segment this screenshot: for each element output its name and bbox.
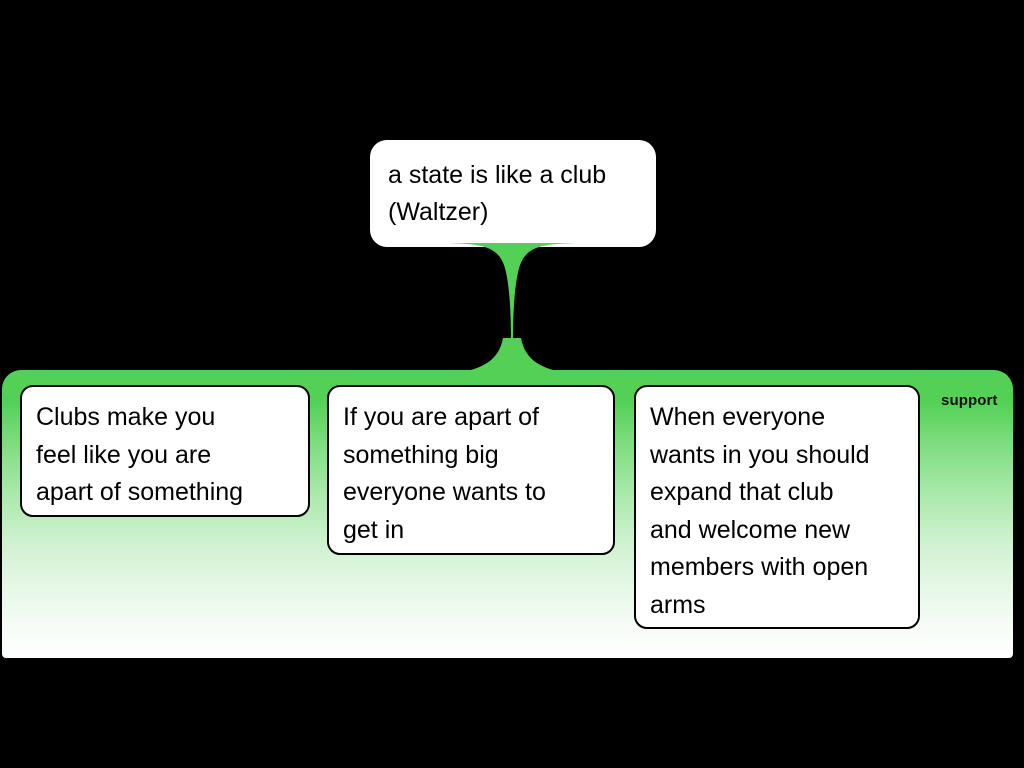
reason-node-1-text: Clubs make you feel like you are apart o… [36, 403, 244, 506]
root-claim-text: a state is like a club (Waltzer) [388, 161, 607, 226]
support-relation-label: support [941, 392, 998, 409]
reason-node-3-text: When everyone wants in you should expand… [650, 403, 870, 619]
reason-node-2[interactable]: If you are apart of something big everyo… [327, 385, 615, 555]
root-claim-node[interactable]: a state is like a club (Waltzer) [370, 140, 656, 247]
reason-node-2-text: If you are apart of something big everyo… [343, 403, 546, 544]
support-connector [447, 243, 577, 378]
reason-node-1[interactable]: Clubs make you feel like you are apart o… [20, 385, 310, 517]
reason-node-3[interactable]: When everyone wants in you should expand… [634, 385, 920, 629]
support-connector-shape [447, 243, 577, 378]
